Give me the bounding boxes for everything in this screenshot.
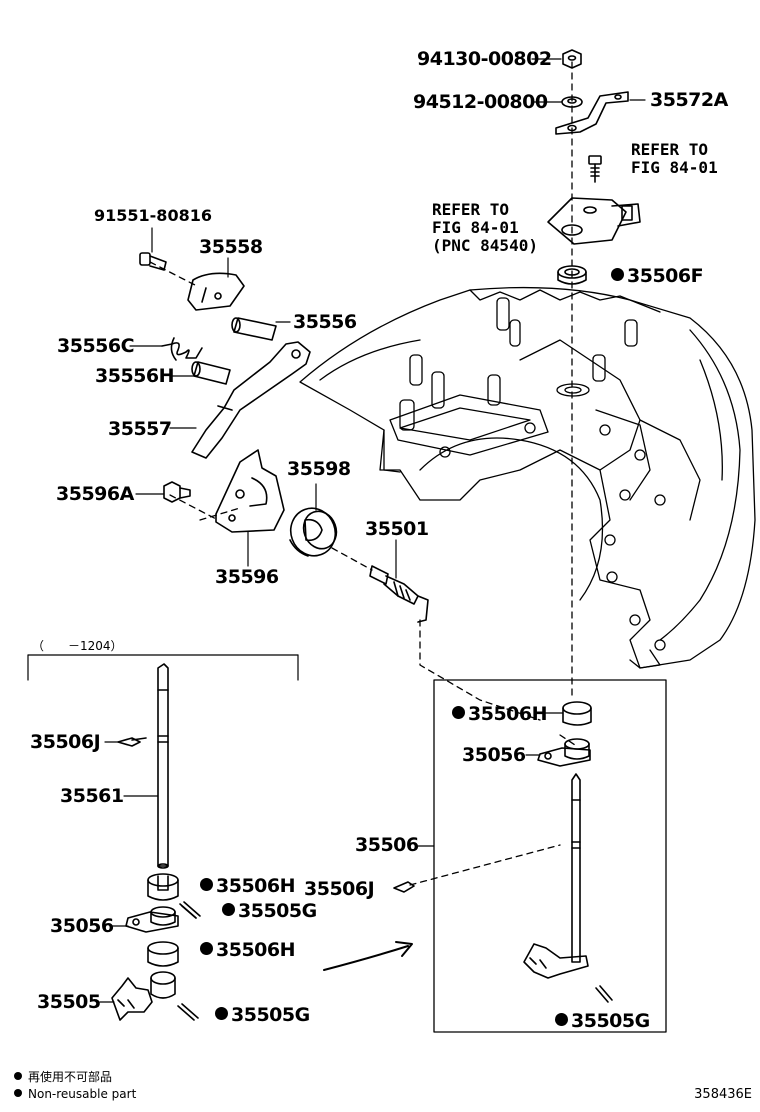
spring-35556c bbox=[161, 337, 203, 361]
production-date-range: （ －1204） bbox=[32, 639, 123, 653]
label-35557: 35557 bbox=[108, 418, 172, 440]
non-reusable-dot bbox=[555, 1013, 568, 1026]
collar-35506h-2 bbox=[147, 941, 179, 967]
oil-seal-35506f bbox=[557, 265, 587, 285]
label-94130-00802: 94130-00802 bbox=[417, 48, 552, 70]
label-91551-80816: 91551-80816 bbox=[94, 206, 212, 225]
label-35505g-2: 35505G bbox=[215, 1006, 310, 1025]
label-35556: 35556 bbox=[293, 311, 357, 333]
detent-lever-box bbox=[523, 943, 589, 979]
label-35506h-1: 35506H bbox=[200, 877, 296, 896]
non-reusable-dot bbox=[452, 706, 465, 719]
label-35556h: 35556H bbox=[95, 365, 175, 387]
leader-lines bbox=[99, 58, 646, 1003]
lever-35056-left bbox=[125, 906, 179, 933]
assembly-leader-lines bbox=[149, 61, 576, 886]
non-reusable-dot bbox=[200, 942, 213, 955]
label-35505g-box: 35505G bbox=[555, 1012, 650, 1031]
plate-35596 bbox=[215, 449, 285, 533]
label-35598: 35598 bbox=[287, 458, 351, 480]
label-35505g-1: 35505G bbox=[222, 902, 317, 921]
shaft-35506 bbox=[571, 773, 581, 963]
label-35056-box: 35056 bbox=[462, 744, 526, 766]
lever-35505 bbox=[111, 971, 176, 1021]
legend-jp: 再使用不可部品 bbox=[14, 1071, 112, 1083]
collar-35506h-1 bbox=[147, 873, 179, 901]
arrow-to-assembly bbox=[323, 941, 413, 971]
detent-plate-35598 bbox=[289, 507, 338, 557]
label-35561: 35561 bbox=[60, 785, 124, 807]
label-35506h-box: 35506H bbox=[452, 705, 548, 724]
plate-35558 bbox=[187, 272, 245, 311]
assembly-box bbox=[433, 679, 667, 1033]
label-refer-switch: REFER TO FIG 84-01 (PNC 84540) bbox=[432, 200, 538, 255]
transmission-housing bbox=[299, 286, 756, 669]
bolt-35596a bbox=[163, 481, 191, 503]
pin-35556 bbox=[231, 317, 277, 341]
legend-dot bbox=[14, 1089, 22, 1097]
pin-35505g-1 bbox=[179, 901, 201, 919]
shaft-35561 bbox=[157, 663, 169, 869]
bolt-91551 bbox=[139, 252, 167, 271]
label-35506h-2: 35506H bbox=[200, 941, 296, 960]
label-35558: 35558 bbox=[199, 236, 263, 258]
label-35556c: 35556C bbox=[57, 335, 135, 357]
non-reusable-dot bbox=[200, 878, 213, 891]
label-35505: 35505 bbox=[37, 991, 101, 1013]
figure-id: 358436E bbox=[694, 1087, 752, 1102]
legend-dot bbox=[14, 1072, 22, 1080]
lever-35056-box bbox=[537, 738, 591, 767]
bolt-ref bbox=[588, 155, 602, 183]
washer-94512 bbox=[561, 96, 583, 108]
non-reusable-dot bbox=[222, 903, 235, 916]
pin-35506j-left bbox=[117, 737, 147, 747]
pin-35556h bbox=[191, 361, 231, 385]
label-94512-00800: 94512-00800 bbox=[413, 91, 548, 113]
collar-35506h-box bbox=[562, 701, 592, 726]
label-35596a: 35596A bbox=[56, 483, 134, 505]
label-refer-bolt: REFER TO FIG 84-01 bbox=[631, 140, 718, 177]
pin-35506j-box bbox=[393, 881, 415, 893]
non-reusable-dot bbox=[215, 1007, 228, 1020]
label-35596: 35596 bbox=[215, 566, 279, 588]
non-reusable-dot bbox=[611, 268, 624, 281]
nut-94130 bbox=[562, 49, 582, 69]
bracket-35572a bbox=[555, 91, 629, 135]
label-35056-left: 35056 bbox=[50, 915, 114, 937]
neutral-switch bbox=[547, 197, 641, 245]
date-bracket bbox=[27, 654, 299, 681]
sensor-35501 bbox=[369, 565, 429, 623]
label-35572a: 35572A bbox=[650, 89, 728, 111]
label-35506j-left: 35506J bbox=[30, 731, 101, 753]
label-35506j-box: 35506J bbox=[304, 878, 375, 900]
pin-35505g-2 bbox=[177, 1003, 199, 1021]
label-35501: 35501 bbox=[365, 518, 429, 540]
label-35506f: 35506F bbox=[611, 267, 704, 286]
label-35506: 35506 bbox=[355, 834, 419, 856]
pin-35505g-box bbox=[595, 985, 613, 1003]
lever-35557 bbox=[191, 341, 311, 459]
legend-en: Non-reusable part bbox=[14, 1088, 136, 1100]
